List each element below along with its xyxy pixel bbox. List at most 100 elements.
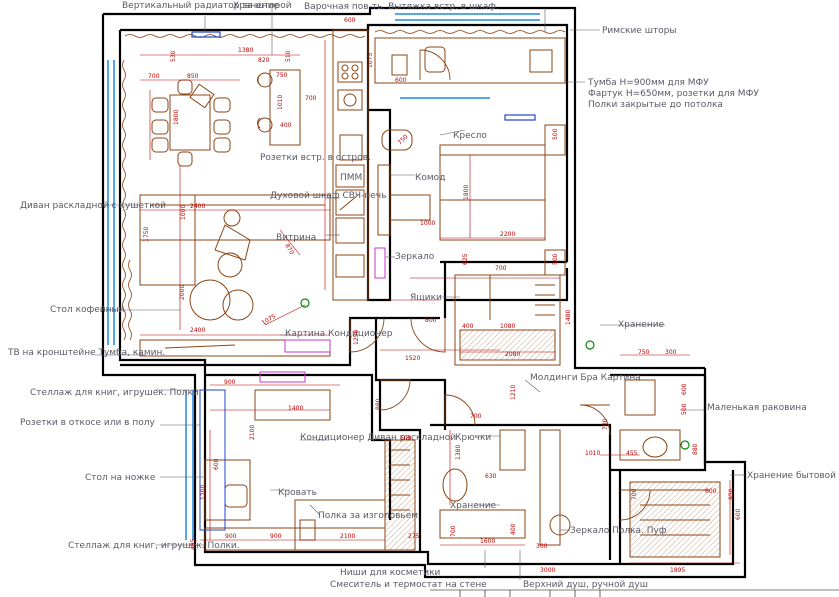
door-living bbox=[349, 317, 385, 353]
dim: 600 bbox=[344, 17, 356, 24]
dim: 1800 bbox=[463, 185, 470, 200]
dim: 530 bbox=[170, 50, 177, 62]
label-closed-shelves: Полки закрытые до потолка bbox=[588, 100, 723, 110]
dim: 1075 bbox=[261, 313, 278, 327]
door-bath bbox=[444, 394, 476, 426]
dim: 625 bbox=[462, 253, 469, 265]
accents bbox=[191, 31, 690, 531]
dim: 1210 bbox=[510, 385, 517, 400]
dim: 700 bbox=[148, 73, 160, 80]
wall-hall bbox=[378, 380, 422, 552]
dim: 1600 bbox=[480, 538, 495, 545]
dim: 1200 bbox=[200, 485, 207, 500]
dim: 750 bbox=[276, 72, 288, 79]
dim: 850 bbox=[187, 73, 199, 80]
label-storage-right: Хранение bbox=[618, 320, 665, 330]
dining-chairs bbox=[151, 79, 231, 167]
dim: 275 bbox=[408, 533, 420, 540]
office-chair-icon bbox=[424, 46, 446, 73]
fridge-icon bbox=[335, 254, 365, 278]
dim: 400 bbox=[280, 122, 292, 129]
dim: 500 bbox=[681, 403, 688, 415]
label-hooks: Крючки bbox=[455, 433, 491, 443]
kids-chair-icon bbox=[224, 484, 248, 508]
dim: 880 bbox=[692, 443, 699, 455]
dim: 900 bbox=[270, 533, 282, 540]
mirror-icon bbox=[374, 247, 386, 279]
socket-icon-2 bbox=[585, 340, 595, 350]
label-apron: Фартук H=650мм, розетки для МФУ bbox=[588, 89, 759, 99]
dim: 950 bbox=[728, 488, 735, 500]
lamp-icon bbox=[217, 252, 243, 278]
label-sockets-slope: Розетки в откосе или в полу bbox=[20, 418, 155, 428]
dim: 1010 bbox=[277, 95, 284, 110]
bath-storage bbox=[539, 429, 561, 546]
windows bbox=[107, 13, 540, 540]
dim: 870 bbox=[283, 243, 295, 257]
bench bbox=[389, 194, 431, 221]
coffee-table-left bbox=[189, 279, 231, 321]
label-desk: Стол на ножке bbox=[85, 473, 156, 483]
toilet-icon bbox=[442, 468, 468, 502]
dim: 700 bbox=[470, 413, 482, 420]
dim: 900 bbox=[225, 533, 237, 540]
dim: 600 bbox=[735, 508, 742, 520]
dimension-values: 600 530 1380 820 1075 700 850 750 510 18… bbox=[143, 17, 742, 574]
dim: 1480 bbox=[565, 310, 572, 325]
wall-bath bbox=[430, 423, 612, 560]
dim: 700 bbox=[305, 95, 317, 102]
wardrobe bbox=[454, 274, 561, 366]
dim: 485 bbox=[190, 538, 197, 550]
dim: 400 bbox=[510, 523, 517, 535]
label-moldings: Молдинги Бра Картина bbox=[530, 373, 641, 383]
door-balcony bbox=[419, 49, 451, 81]
hob-icon-2 bbox=[337, 89, 363, 111]
doors bbox=[349, 49, 651, 521]
door-appliance bbox=[619, 489, 651, 521]
toilet-icon-2 bbox=[642, 436, 668, 458]
pouf-icon bbox=[549, 514, 571, 536]
dim: 1750 bbox=[143, 227, 150, 242]
dim: 600 bbox=[213, 458, 220, 470]
nightstand-top bbox=[544, 124, 566, 156]
dim: 2100 bbox=[249, 425, 256, 440]
dim: 1800 bbox=[173, 110, 180, 125]
dim: 1380 bbox=[238, 47, 253, 54]
annotation-labels: Вертикальный радиатор за шторой Хранение… bbox=[7, 1, 839, 590]
label-picture-ac: Картина Кондиционер bbox=[285, 329, 393, 339]
dining-plant-icon bbox=[189, 83, 215, 109]
dim: 750 bbox=[638, 349, 650, 356]
dim: 900 bbox=[224, 379, 236, 386]
label-sofa-left: Диван раскладной с кушеткой bbox=[20, 201, 166, 211]
dim: 2080 bbox=[505, 351, 520, 358]
radiator-kids bbox=[199, 389, 226, 531]
leader-lines bbox=[95, 8, 745, 580]
dim: 600 bbox=[400, 435, 412, 442]
kitchen-counter bbox=[332, 29, 369, 301]
dim: 800 bbox=[425, 317, 437, 324]
person-figure-icon bbox=[214, 209, 251, 261]
coffee-table-right bbox=[222, 289, 254, 321]
radiator-icon bbox=[191, 31, 221, 38]
door-wet bbox=[579, 404, 611, 436]
dim: 880 bbox=[375, 398, 382, 410]
dim: 455 bbox=[626, 450, 638, 457]
hatched-storage bbox=[385, 330, 720, 557]
bathtub bbox=[439, 509, 526, 539]
label-mirror-mid: Зеркало bbox=[395, 252, 435, 262]
dim: 1380 bbox=[455, 445, 462, 460]
dim: 2000 bbox=[179, 285, 186, 300]
label-tv: ТВ на кронштейне Тумба, камин. bbox=[7, 348, 165, 358]
label-shelf-headboard: Полка за изголовьем bbox=[318, 511, 418, 521]
dim: 300 bbox=[665, 349, 677, 356]
dim: 700 bbox=[631, 488, 638, 500]
wall-wet bbox=[610, 373, 707, 472]
dim: 600 bbox=[705, 488, 717, 495]
dim: 1010 bbox=[585, 450, 600, 457]
label-mirror-shelf: Зеркало Полка. Пуф bbox=[570, 526, 667, 536]
label-shelf-books-bottom: Стеллаж для книг, игрушек. Полки. bbox=[68, 541, 240, 551]
dim: 300 bbox=[536, 543, 548, 550]
dim: 2400 bbox=[190, 327, 205, 334]
kids-bed bbox=[294, 499, 386, 551]
